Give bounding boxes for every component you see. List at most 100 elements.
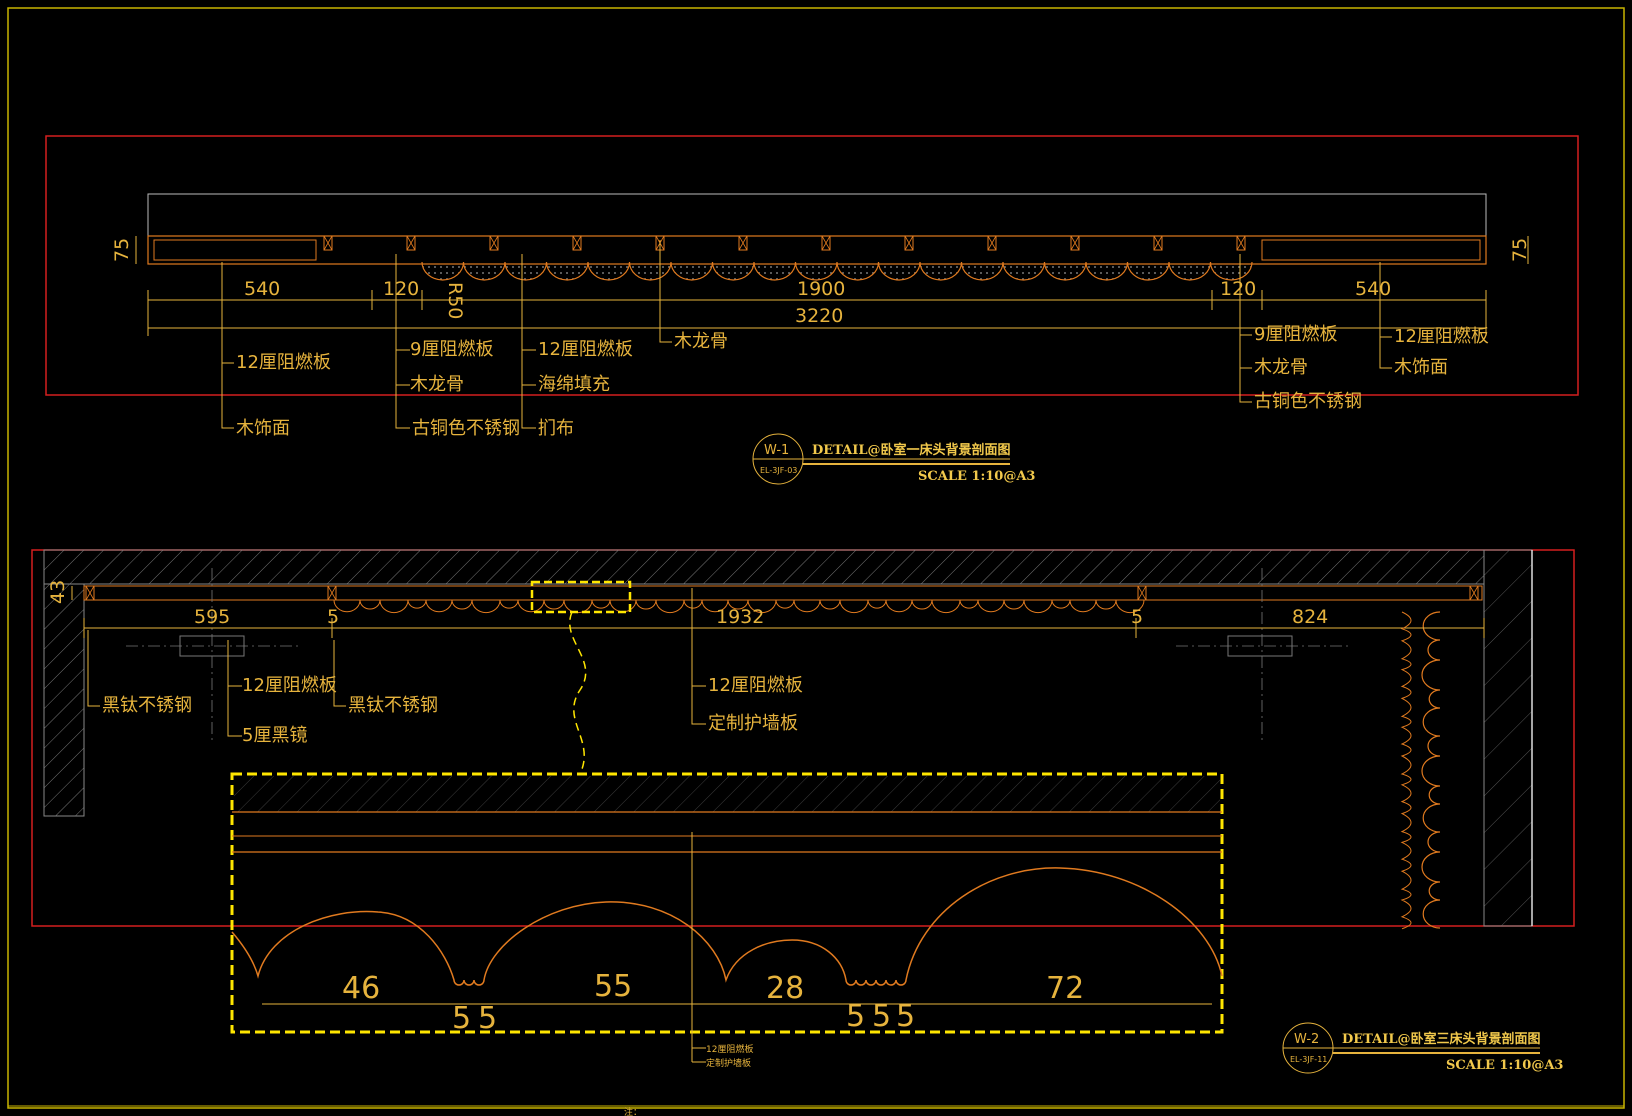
keel-marker-cross [738,235,748,251]
wall-hatch-right [1483,549,1533,927]
label-9board-left: 9厘阻燃板 [410,339,493,360]
zoom-dim-5e: 5 [896,999,915,1034]
keel-marker-cross [489,235,499,251]
joint-marker [327,585,337,601]
keel-marker [1070,235,1080,251]
left-wood-panel [153,239,317,261]
dim-1932: 1932 [716,606,764,628]
detail-tag-w1: W-1 EL-3JF-03 DETAIL@卧室一床头背景剖面图 SCALE 1:… [752,433,1035,485]
zoom-dim-5a: 5 [452,1001,471,1036]
side-section-profile [1400,611,1412,930]
label-keel-right: 木龙骨 [1254,357,1308,378]
zoom-dim-5b: 5 [478,1001,497,1036]
leader-lines-top [221,240,1392,429]
panel-joint-markers [85,585,1479,601]
keel-marker [987,235,997,251]
dim-540-right: 540 [1355,278,1391,300]
dim-r50: R50 [444,282,466,319]
title-block-note: 注： [624,1106,642,1116]
zoom-dim-28: 28 [766,971,804,1006]
panel-scallops-w2 [333,599,1145,614]
svg-text:W-2: W-2 [1294,1032,1319,1047]
label-sponge: 海绵填充 [538,374,610,395]
label-12board-w2: 12厘阻燃板 [242,675,337,696]
dim-540-left: 540 [244,278,280,300]
dim-1900: 1900 [797,278,845,300]
zoom-hatch [234,776,1220,812]
label-12board-right: 12厘阻燃板 [1394,326,1489,347]
label-bronze-right: 古铜色不锈钢 [1254,391,1362,412]
svg-text:EL-3JF-03: EL-3JF-03 [760,466,797,475]
sheet-frame [7,7,1625,1109]
detail-top: 75 75 540 120 R50 1900 120 540 3220 [45,135,1579,485]
zoom-dim-5d: 5 [872,999,891,1034]
right-wood-panel [1261,239,1481,261]
zoom-note-board: 12厘阻燃板 [706,1043,753,1055]
label-woodface-left: 木饰面 [236,418,290,439]
keel-marker-cross [1070,235,1080,251]
wall-hatch-left [43,583,85,817]
joint-marker-cross [85,585,95,601]
wall-outline [147,193,1487,237]
dim-824: 824 [1292,606,1328,628]
detail-scale-w2: SCALE 1:10@A3 [1446,1058,1563,1073]
label-panel: 定制护墙板 [708,713,798,734]
detail-tag-w2: W-2 EL-3JF-11 DETAIL@卧室三床头背景剖面图 SCALE 1:… [1282,1022,1563,1074]
keel-marker [904,235,914,251]
joint-marker-cross [1469,585,1479,601]
zoom-note-panel: 定制护墙板 [706,1057,751,1069]
wall-hatch-top [43,549,1485,585]
dim-ticks [147,290,1487,336]
joint-marker [1469,585,1479,601]
dim-5-right: 5 [1131,606,1143,628]
fixing-right [1227,635,1293,657]
fixing-left [179,635,245,657]
dim-ticks-w2 [71,586,1485,638]
centre-lines [126,568,1350,740]
panel-band-w2 [83,585,1483,601]
zoom-connector [569,611,587,775]
keel-marker-cross [987,235,997,251]
svg-text:W-1: W-1 [764,443,789,458]
dim-595: 595 [194,606,230,628]
zoom-dim-46: 46 [342,971,380,1006]
detail-top-border [45,135,1579,396]
label-black-ti-1: 黑钛不锈钢 [102,695,192,716]
label-12board-mid: 12厘阻燃板 [538,339,633,360]
keel-marker-cross [1236,235,1246,251]
label-keel-mid: 木龙骨 [674,331,728,352]
dim-120-right: 120 [1220,278,1256,300]
keel-marker [489,235,499,251]
zoom-profile-curve [231,867,1223,986]
label-9board-right: 9厘阻燃板 [1254,324,1337,345]
keel-marker-cross [323,235,333,251]
keel-marker [821,235,831,251]
detail-title-w1: DETAIL@卧室一床头背景剖面图 [812,442,1010,458]
zoom-dim-5c: 5 [846,999,865,1034]
joint-marker-cross [1137,585,1147,601]
keel-marker [323,235,333,251]
keel-markers [323,235,1246,251]
label-keel-left: 木龙骨 [410,374,464,395]
dim-75-left: 75 [111,238,133,262]
zoom-dim-72: 72 [1046,971,1084,1006]
svg-text:EL-3JF-11: EL-3JF-11 [1290,1055,1327,1064]
zoom-dim-55: 55 [594,969,632,1004]
label-cloth: 扪布 [538,418,574,439]
dim-75-right: 75 [1509,238,1531,262]
detail-bottom: 43 595 5 1932 5 824 黑钛不锈钢 12厘阻燃板 黑钛不锈钢 5… [31,549,1575,1074]
zoom-source-highlight [530,580,632,614]
label-woodface-right: 木饰面 [1394,357,1448,378]
dim-5-left: 5 [327,606,339,628]
label-black-ti-2: 黑钛不锈钢 [348,695,438,716]
label-mirror: 5厘黑镜 [242,725,307,746]
keel-marker [1153,235,1163,251]
joint-marker-cross [327,585,337,601]
keel-marker [572,235,582,251]
label-12board-mid-w2: 12厘阻燃板 [708,675,803,696]
leader-lines-bottom [87,588,706,737]
keel-marker [1236,235,1246,251]
dim-43: 43 [47,580,69,604]
keel-marker-cross [904,235,914,251]
